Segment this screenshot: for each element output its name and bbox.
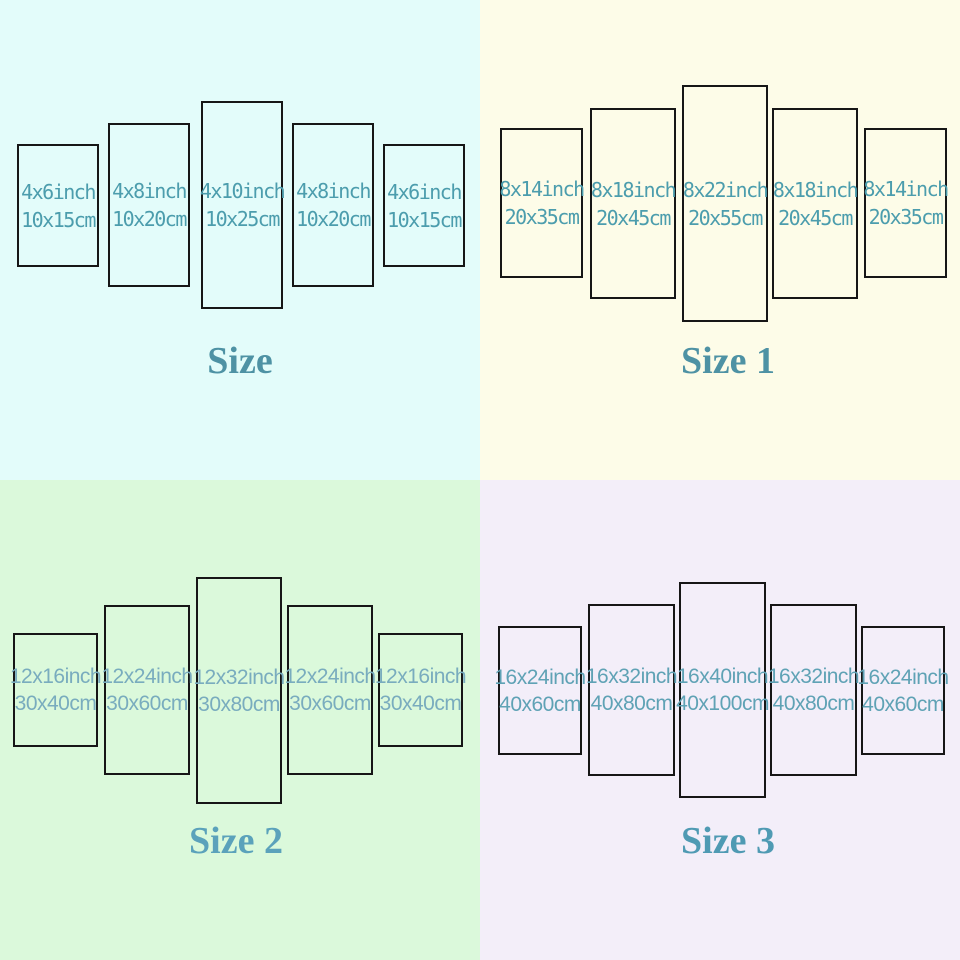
size-cm: 20x55cm	[688, 205, 763, 230]
size-cm: 10x25cm	[205, 207, 280, 231]
size-cm: 30x40cm	[14, 692, 97, 715]
panel-size-label: 16x24inch 40x60cm	[494, 628, 586, 753]
size-cm: 10x15cm	[387, 207, 462, 232]
canvas-panel: 16x32inch 40x80cm	[768, 604, 860, 776]
canvas-panel: 16x24inch 40x60cm	[857, 626, 949, 755]
size-chart-quadrant-size-2: 12x16inch 30x40cm 12x24inch 30x60cm 12x3…	[0, 480, 480, 960]
canvas-panel: 12x24inch 30x60cm	[101, 605, 193, 775]
canvas-panel: 12x24inch 30x60cm	[284, 605, 376, 775]
size-cm: 40x80cm	[590, 692, 673, 715]
canvas-panel: 16x40inch 40x100cm	[676, 582, 769, 798]
panel-size-label: 16x40inch 40x100cm	[676, 584, 769, 796]
canvas-panel: 8x18inch 20x45cm	[590, 108, 677, 299]
size-inch: 16x32inch	[585, 665, 678, 688]
quadrant-title: Size 3	[681, 820, 775, 862]
panel-size-label: 12x24inch 30x60cm	[101, 607, 193, 773]
size-cm: 10x15cm	[21, 207, 96, 232]
size-inch: 12x32inch	[193, 665, 285, 689]
size-cm: 30x80cm	[198, 692, 280, 716]
size-cm: 30x60cm	[106, 692, 188, 715]
size-inch: 12x16inch	[374, 665, 467, 688]
quadrant-title: Size 1	[681, 340, 775, 382]
size-cm: 20x35cm	[504, 205, 580, 229]
size-inch: 16x24inch	[857, 665, 949, 689]
canvas-panel: 4x6inch 10x15cm	[383, 144, 465, 267]
size-inch: 4x8inch	[296, 179, 371, 203]
canvas-panel: 12x16inch 30x40cm	[10, 633, 102, 747]
panel-size-label: 16x32inch 40x80cm	[768, 606, 860, 774]
canvas-panel: 8x14inch 20x35cm	[499, 128, 585, 278]
size-inch: 8x18inch	[772, 177, 859, 202]
canvas-panel: 4x8inch 10x20cm	[108, 123, 190, 287]
size-chart-quadrant-size: 4x6inch 10x15cm 4x8inch 10x20cm 4x10inch…	[0, 0, 480, 480]
size-cm: 30x60cm	[289, 692, 371, 715]
panel-size-label: 16x24inch 40x60cm	[857, 628, 949, 753]
size-cm: 10x20cm	[296, 207, 371, 231]
size-cm: 10x20cm	[112, 207, 187, 231]
size-inch: 16x32inch	[767, 665, 860, 688]
size-inch: 16x24inch	[494, 665, 586, 689]
panel-size-label: 8x18inch 20x45cm	[772, 110, 859, 297]
panel-size-label: 12x24inch 30x60cm	[284, 607, 376, 773]
canvas-panel: 16x32inch 40x80cm	[586, 604, 678, 776]
size-inch: 12x24inch	[284, 665, 376, 688]
size-inch: 8x22inch	[682, 177, 769, 202]
size-cm: 20x35cm	[868, 205, 944, 229]
size-cm: 20x45cm	[596, 205, 671, 230]
canvas-panel: 8x14inch 20x35cm	[863, 128, 949, 278]
panel-size-label: 4x8inch 10x20cm	[294, 125, 372, 285]
canvas-panel: 16x24inch 40x60cm	[494, 626, 586, 755]
panel-size-label: 12x16inch 30x40cm	[375, 635, 467, 745]
panel-size-label: 16x32inch 40x80cm	[586, 606, 678, 774]
panel-size-label: 4x8inch 10x20cm	[110, 125, 188, 285]
size-inch: 8x18inch	[590, 177, 677, 202]
canvas-panel: 4x6inch 10x15cm	[17, 144, 99, 267]
panel-size-label: 12x32inch 30x80cm	[193, 579, 285, 802]
panel-size-label: 8x14inch 20x35cm	[863, 130, 949, 276]
canvas-panel: 8x18inch 20x45cm	[772, 108, 859, 299]
quadrant-title: Size 2	[189, 820, 283, 862]
size-inch: 8x14inch	[863, 177, 949, 201]
size-cm: 40x60cm	[862, 692, 944, 716]
size-inch: 4x6inch	[21, 179, 96, 204]
size-inch: 12x24inch	[101, 665, 193, 688]
panel-size-label: 8x18inch 20x45cm	[590, 110, 677, 297]
size-cm: 40x80cm	[772, 692, 855, 715]
size-chart-quadrant-size-3: 16x24inch 40x60cm 16x32inch 40x80cm 16x4…	[480, 480, 960, 960]
quadrant-title: Size	[207, 340, 273, 382]
canvas-panel: 4x8inch 10x20cm	[292, 123, 374, 287]
size-inch: 4x6inch	[387, 179, 462, 204]
panel-size-label: 8x22inch 20x55cm	[682, 87, 769, 320]
size-inch: 16x40inch	[676, 665, 769, 688]
size-inch: 8x14inch	[499, 177, 585, 201]
canvas-panel: 12x32inch 30x80cm	[193, 577, 285, 804]
size-cm: 30x40cm	[379, 692, 462, 715]
panel-size-label: 8x14inch 20x35cm	[499, 130, 585, 276]
canvas-panel: 4x10inch 10x25cm	[199, 101, 286, 309]
size-inch: 12x16inch	[9, 665, 102, 688]
panel-size-label: 12x16inch 30x40cm	[10, 635, 102, 745]
size-cm: 20x45cm	[778, 205, 853, 230]
size-cm: 40x100cm	[676, 692, 769, 715]
canvas-panel: 12x16inch 30x40cm	[375, 633, 467, 747]
size-chart-quadrant-size-1: 8x14inch 20x35cm 8x18inch 20x45cm 8x22in…	[480, 0, 960, 480]
canvas-panel: 8x22inch 20x55cm	[682, 85, 769, 322]
panel-size-label: 4x6inch 10x15cm	[385, 146, 463, 265]
panel-size-label: 4x6inch 10x15cm	[19, 146, 97, 265]
panel-size-label: 4x10inch 10x25cm	[199, 103, 286, 307]
size-cm: 40x60cm	[499, 692, 581, 716]
size-inch: 4x8inch	[112, 179, 187, 203]
size-inch: 4x10inch	[199, 179, 286, 203]
